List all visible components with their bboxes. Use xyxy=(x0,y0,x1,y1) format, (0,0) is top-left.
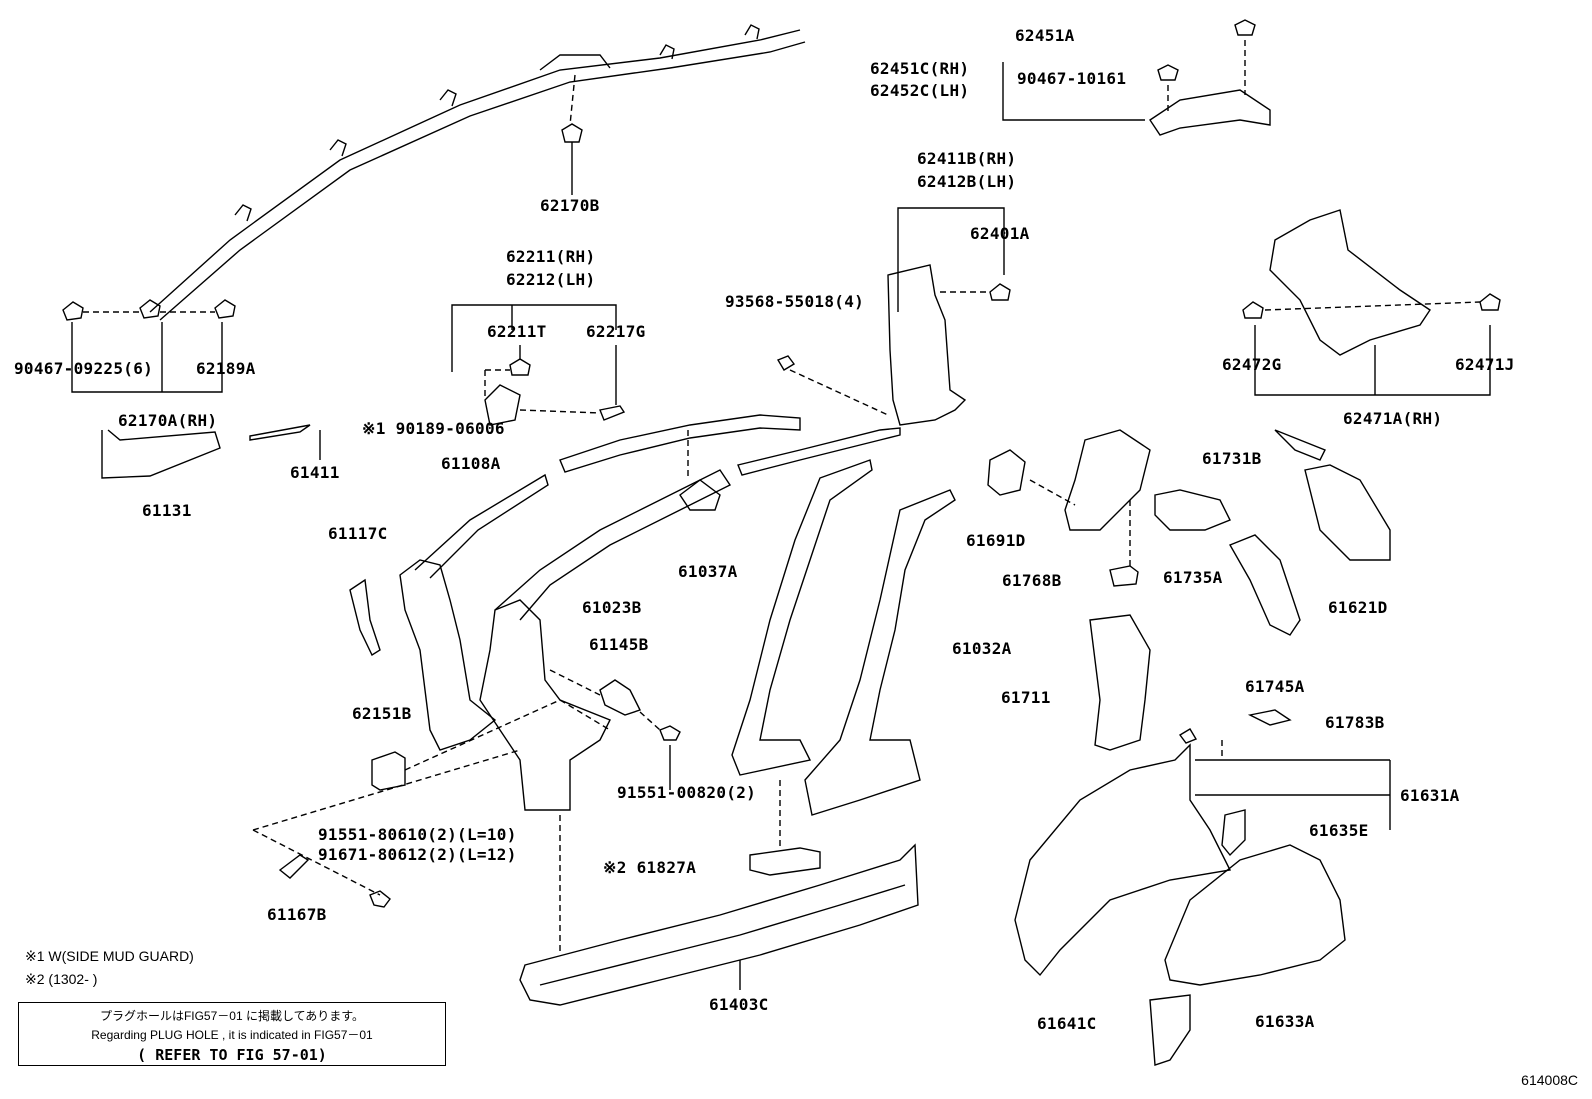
clip-62170B xyxy=(561,123,583,195)
figure-code: 614008C xyxy=(1521,1072,1578,1088)
part-62411B xyxy=(887,264,967,426)
label-62471J: 62471J xyxy=(1455,355,1515,374)
label-61827A: ※2 61827A xyxy=(603,858,697,877)
label-62211T: 62211T xyxy=(487,322,547,341)
part-61023B xyxy=(479,469,732,811)
label-61403C: 61403C xyxy=(709,995,769,1014)
label-62452C: 62452C(LH) xyxy=(870,81,970,100)
reference-box: プラグホールはFIG57－01 に掲載してあります。 Regarding PLU… xyxy=(18,1002,446,1066)
label-61167B: 61167B xyxy=(267,905,327,924)
label-61023B: 61023B xyxy=(582,598,642,617)
label-62472G: 62472G xyxy=(1222,355,1282,374)
part-61108A xyxy=(399,473,549,751)
label-61745A: 61745A xyxy=(1245,677,1305,696)
part-61131 xyxy=(101,429,221,479)
label-90467-09225: 90467-09225(6) xyxy=(14,359,154,378)
label-61783B: 61783B xyxy=(1325,713,1385,732)
label-61735A: 61735A xyxy=(1163,568,1223,587)
part-61403C xyxy=(519,843,919,1006)
label-61691D: 61691D xyxy=(966,531,1026,550)
label-62170B: 62170B xyxy=(540,196,600,215)
label-62401A: 62401A xyxy=(970,224,1030,243)
label-61621D: 61621D xyxy=(1328,598,1388,617)
label-62451A: 62451A xyxy=(1015,26,1075,45)
label-61731B: 61731B xyxy=(1202,449,1262,468)
label-62212: 62212(LH) xyxy=(506,270,596,289)
label-61411: 61411 xyxy=(290,463,340,482)
label-62451C: 62451C(RH) xyxy=(870,59,970,78)
label-61631A: 61631A xyxy=(1400,786,1460,805)
label-62471A: 62471A(RH) xyxy=(1343,409,1443,428)
label-61037A: 61037A xyxy=(678,562,738,581)
reference-line-3: ( REFER TO FIG 57-01) xyxy=(137,1046,327,1064)
footnote-2: ※2 (1302- ) xyxy=(25,971,98,987)
label-91551-00820: 91551-00820(2) xyxy=(617,783,757,802)
label-61711: 61711 xyxy=(1001,688,1051,707)
label-90467-10161: 90467-10161 xyxy=(1017,69,1127,88)
part-61037A xyxy=(731,459,873,776)
reference-line-2: Regarding PLUG HOLE , it is indicated in… xyxy=(91,1028,373,1042)
label-61117C: 61117C xyxy=(328,524,388,543)
footnote-1: ※1 W(SIDE MUD GUARD) xyxy=(25,948,194,964)
label-61108A: 61108A xyxy=(441,454,501,473)
reference-line-1: プラグホールはFIG57－01 に掲載してあります。 xyxy=(99,1009,365,1023)
roof-rail-part xyxy=(149,24,806,321)
label-62170A: 62170A(RH) xyxy=(118,411,218,430)
label-61633A: 61633A xyxy=(1255,1012,1315,1031)
label-61768B: 61768B xyxy=(1002,571,1062,590)
label-62151B: 62151B xyxy=(352,704,412,723)
label-61641C: 61641C xyxy=(1037,1014,1097,1033)
label-62412B: 62412B(LH) xyxy=(917,172,1017,191)
part-61032A xyxy=(804,489,956,816)
label-91671-80612: 91671-80612(2)(L=12) xyxy=(318,845,517,864)
label-61145B: 61145B xyxy=(589,635,649,654)
part-61631A xyxy=(1014,743,1232,977)
label-62217G: 62217G xyxy=(586,322,646,341)
label-62411B: 62411B(RH) xyxy=(917,149,1017,168)
part-62471A xyxy=(1269,209,1431,356)
label-91551-80610: 91551-80610(2)(L=10) xyxy=(318,825,517,844)
label-90189: ※1 90189-06006 xyxy=(362,419,505,438)
label-62189A: 62189A xyxy=(196,359,256,378)
label-61131: 61131 xyxy=(142,501,192,520)
label-62211: 62211(RH) xyxy=(506,247,596,266)
label-61032A: 61032A xyxy=(952,639,1012,658)
label-61635E: 61635E xyxy=(1309,821,1369,840)
part-61633A xyxy=(1164,844,1346,986)
label-93568-55018: 93568-55018(4) xyxy=(725,292,865,311)
